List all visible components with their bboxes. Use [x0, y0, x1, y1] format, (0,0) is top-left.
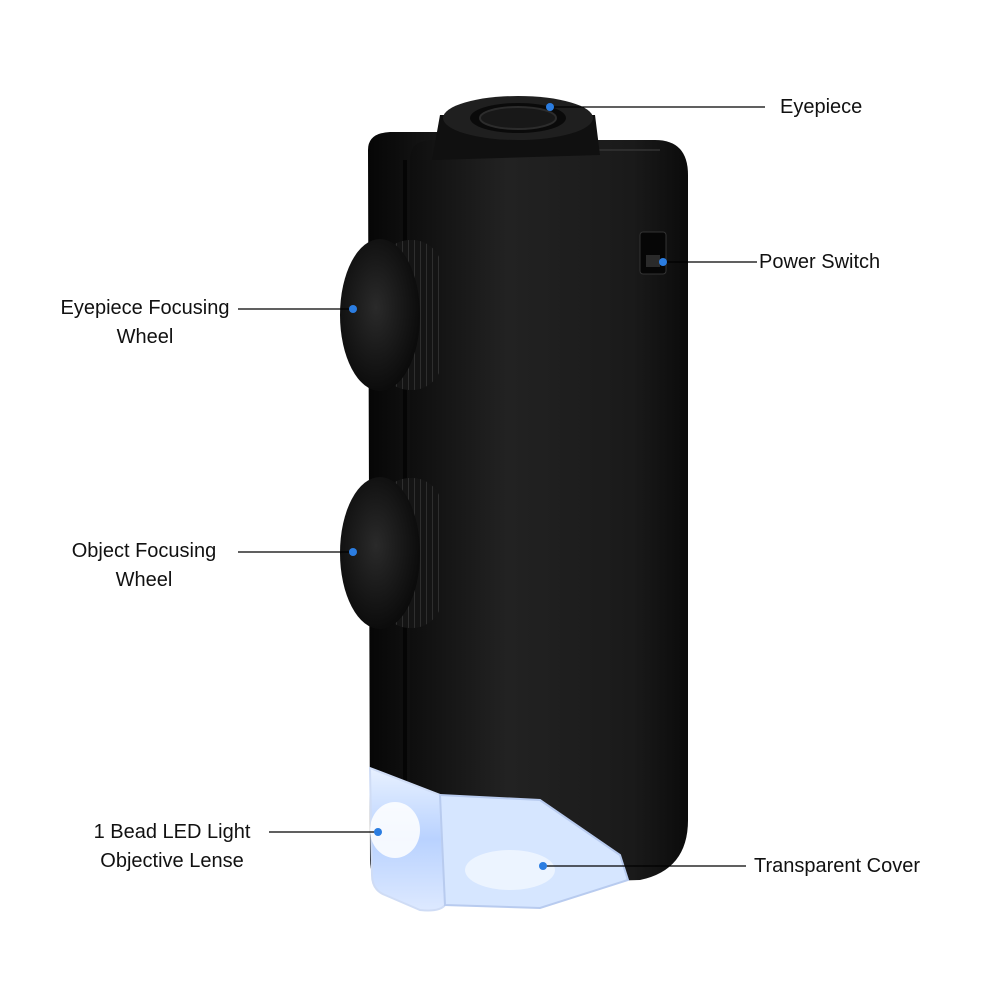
object-wheel-marker-dot: [349, 548, 357, 556]
eyepiece-focusing-wheel-label: Eyepiece Focusing Wheel: [48, 294, 242, 352]
eyepiece-label-line-1: Eyepiece: [780, 96, 863, 118]
eyepiece-focusing-wheel-label-line-2: Wheel: [116, 326, 174, 348]
eyepiece-focusing-wheel-label-line-1: Eyepiece Focusing: [60, 297, 230, 319]
power-switch-label: Power Switch: [759, 248, 880, 277]
power-switch-label-line-1: Power Switch: [759, 251, 881, 273]
transparent-cover-label: Transparent Cover: [754, 852, 920, 881]
object-focusing-wheel-part: [340, 477, 442, 629]
object-focusing-wheel-label-line-2: Wheel: [115, 569, 173, 591]
eyepiece-focusing-wheel-part: [340, 239, 442, 391]
power-switch-marker-dot: [659, 258, 667, 266]
led-light-label: 1 Bead LED Light Objective Lense: [82, 818, 262, 876]
leader-lines: [238, 106, 765, 867]
eyepiece-part: [432, 96, 600, 160]
led-light-label-line-2: Objective Lense: [100, 850, 244, 872]
led-light-marker-dot: [374, 828, 382, 836]
eyepiece-label: Eyepiece: [780, 93, 862, 122]
power-switch-part: [639, 231, 667, 275]
led-light-label-line-1: 1 Bead LED Light: [93, 821, 251, 843]
eyepiece-wheel-marker-dot: [349, 305, 357, 313]
object-focusing-wheel-label-line-1: Object Focusing: [71, 540, 217, 562]
transparent-cover-marker-dot: [539, 862, 547, 870]
marker-dots: [349, 103, 667, 870]
eyepiece-marker-dot: [546, 103, 554, 111]
transparent-cover-part: [368, 766, 630, 912]
object-focusing-wheel-label: Object Focusing Wheel: [58, 537, 230, 595]
transparent-cover-label-line-1: Transparent Cover: [754, 855, 920, 877]
